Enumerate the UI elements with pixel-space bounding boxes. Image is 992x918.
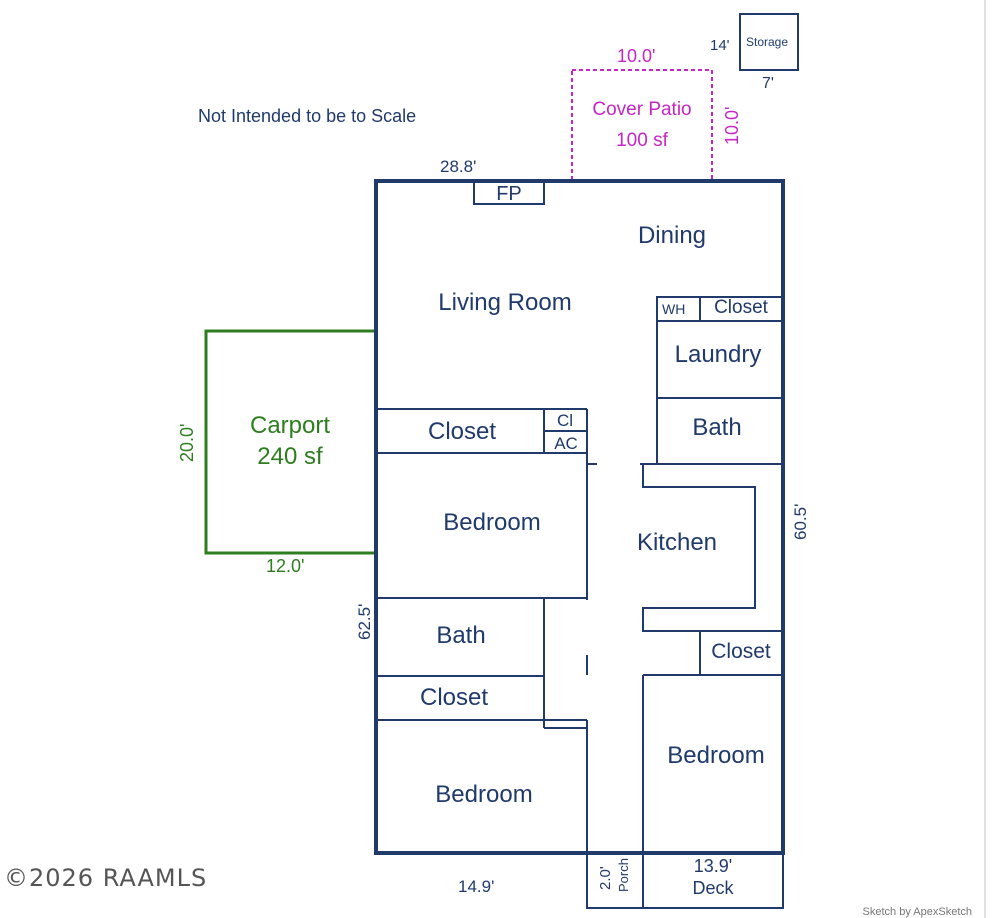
room-bath-right: Bath <box>692 414 741 441</box>
watermark: ©2026 RAAMLS <box>4 864 208 892</box>
room-kitchen: Kitchen <box>637 529 717 556</box>
storage-dim-bottom: 7' <box>762 75 774 92</box>
deck-label: Deck <box>692 878 734 898</box>
patio-dim-top: 10.0' <box>617 46 655 66</box>
room-living-room: Living Room <box>438 289 571 316</box>
sketch-credit: Sketch by ApexSketch <box>862 906 972 918</box>
dim-bottom: 14.9' <box>458 877 494 896</box>
room-closet-left: Closet <box>428 418 496 445</box>
room-bedroom-right: Bedroom <box>667 742 764 769</box>
room-closet-wh: Closet <box>714 297 769 318</box>
deck-outline <box>642 852 784 909</box>
dim-left: 62.5' <box>355 604 374 640</box>
fireplace-label: FP <box>496 183 522 205</box>
room-closet-left-lower: Closet <box>420 684 488 711</box>
room-laundry: Laundry <box>675 341 762 368</box>
room-closet-right: Closet <box>711 640 771 663</box>
porch-outline <box>586 852 644 909</box>
deck-dim: 13.9' <box>694 856 732 876</box>
storage-outline <box>739 13 799 71</box>
patio-outline <box>571 69 713 182</box>
dim-right: 60.5' <box>791 504 810 540</box>
carport-dim-bottom: 12.0' <box>266 556 304 576</box>
room-bath-left: Bath <box>436 622 485 649</box>
dim-top: 28.8' <box>440 157 476 176</box>
house-outline <box>374 179 785 855</box>
carport-dim-side: 20.0' <box>177 424 197 462</box>
carport-outline <box>204 329 378 555</box>
patio-name: Cover Patio <box>592 99 691 120</box>
room-cl: Cl <box>557 411 573 430</box>
room-ac: AC <box>554 434 578 453</box>
porch-label: Porch <box>616 858 631 892</box>
room-bedroom-left-bottom: Bedroom <box>435 781 532 808</box>
storage-dim-side: 14' <box>710 37 730 54</box>
porch-dim: 2.0' <box>597 866 614 890</box>
scale-note: Not Intended to be to Scale <box>198 106 416 126</box>
fireplace-box <box>473 180 545 205</box>
room-wh: WH <box>662 301 685 317</box>
room-bedroom-left-top: Bedroom <box>443 509 540 536</box>
patio-dim-side: 10.0' <box>722 107 742 145</box>
interior-walls <box>376 296 784 853</box>
patio-area: 100 sf <box>616 130 668 151</box>
page-edge-line <box>984 0 986 918</box>
storage-label: Storage <box>746 35 788 49</box>
carport-area: 240 sf <box>257 443 323 470</box>
room-dining: Dining <box>638 222 706 249</box>
carport-name: Carport <box>250 412 330 439</box>
